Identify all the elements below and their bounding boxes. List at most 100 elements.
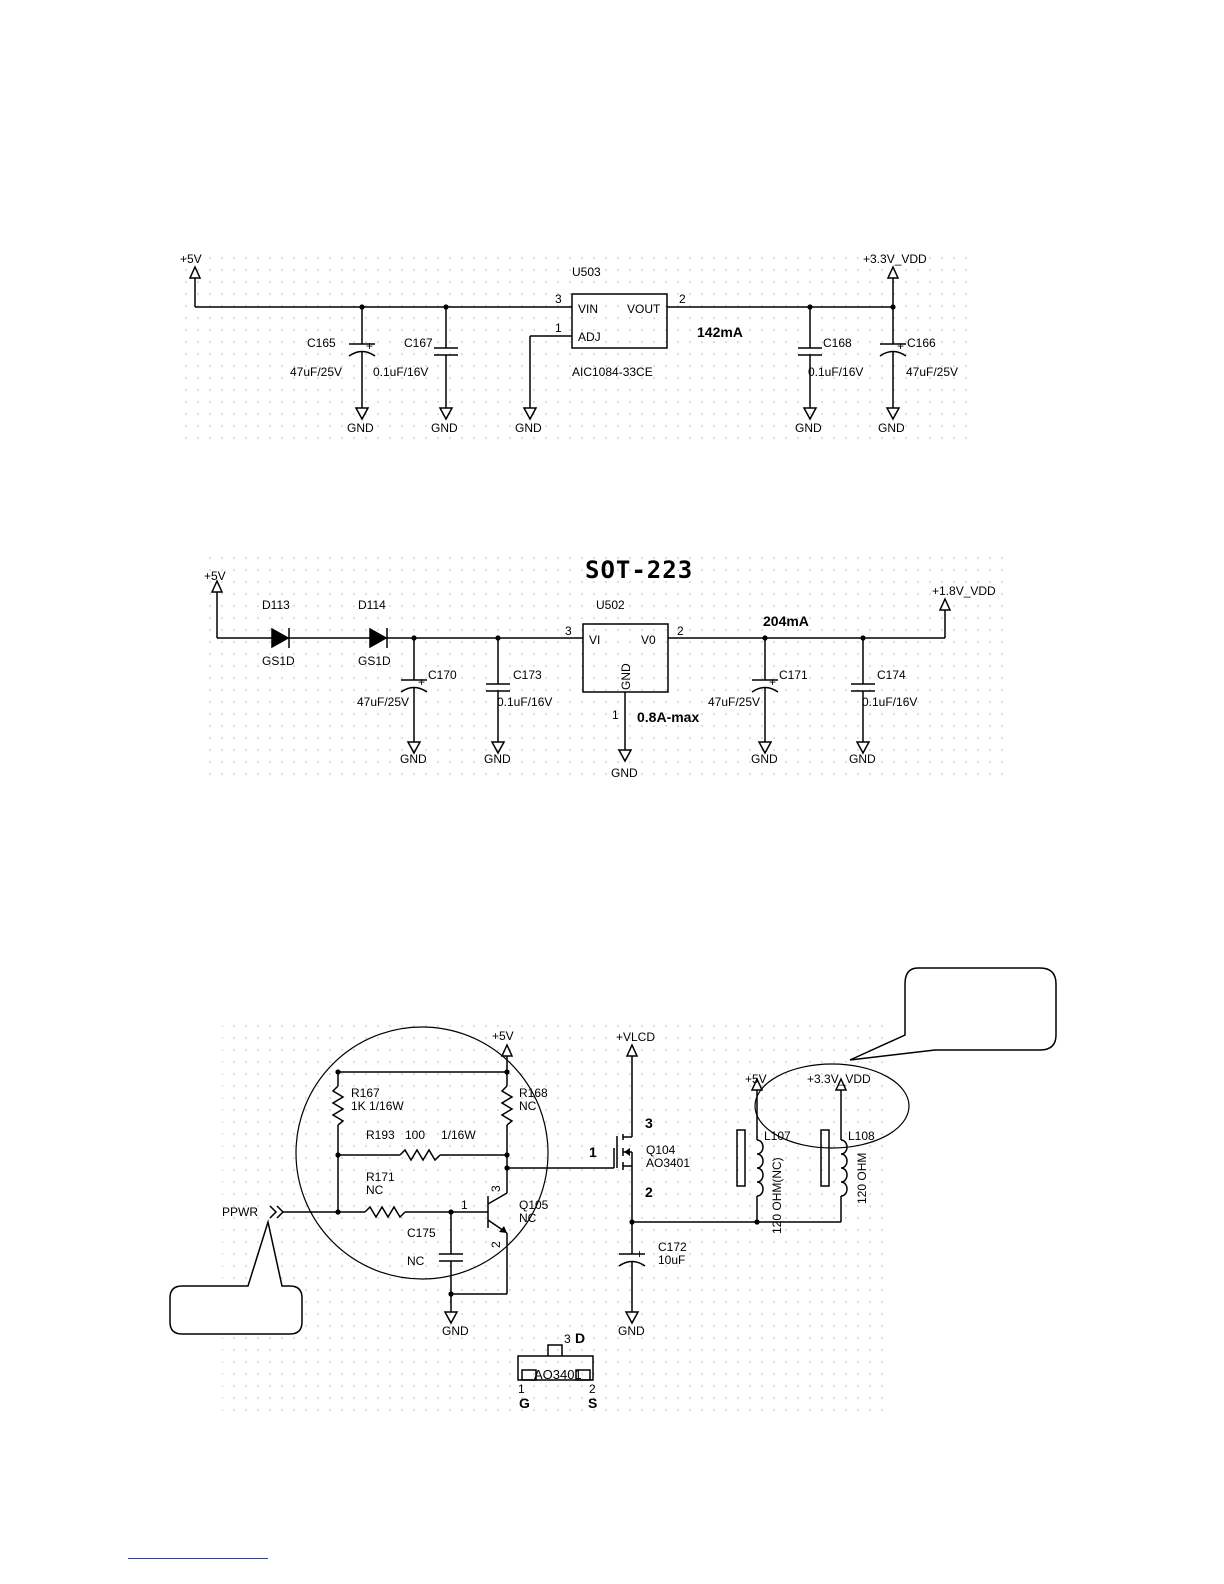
q104-source-pin: 2 bbox=[645, 1184, 653, 1200]
gnd-symbol bbox=[490, 741, 506, 755]
net-label-5v: +5V bbox=[180, 252, 202, 266]
grid-background bbox=[200, 550, 1005, 780]
r168-value: NC bbox=[519, 1099, 537, 1113]
gnd-label: GND bbox=[431, 421, 458, 435]
net-label-3v3: +3.3V_VDD bbox=[807, 1072, 871, 1086]
c173-ref: C173 bbox=[513, 668, 542, 682]
q104-ref: Q104 bbox=[646, 1143, 676, 1157]
gnd-label: GND bbox=[878, 421, 905, 435]
c167-ref: C167 bbox=[404, 336, 433, 350]
l108-core bbox=[820, 1129, 830, 1187]
pin-number: 1 bbox=[612, 708, 619, 722]
gnd-symbol bbox=[757, 741, 773, 755]
package-drain-label: D bbox=[575, 1330, 585, 1346]
l108-value: 120 OHM bbox=[855, 1153, 869, 1204]
callout-bubble-top-right bbox=[849, 967, 1057, 1061]
polarity-plus: + bbox=[769, 675, 776, 689]
junction-dot bbox=[504, 1069, 510, 1075]
gnd-label: GND bbox=[442, 1324, 469, 1338]
r171-value: NC bbox=[366, 1183, 384, 1197]
junction-dot bbox=[335, 1209, 341, 1215]
c166-ref: C166 bbox=[907, 336, 936, 350]
ic-ref-u503: U503 bbox=[572, 265, 601, 279]
c168-value: 0.1uF/16V bbox=[808, 365, 863, 379]
q104-value: AO3401 bbox=[646, 1156, 690, 1170]
gnd-label: GND bbox=[347, 421, 374, 435]
l107-value: 120 OHM(NC) bbox=[770, 1157, 784, 1234]
c167-value: 0.1uF/16V bbox=[373, 365, 428, 379]
junction-dot bbox=[411, 635, 417, 641]
r193-value: 100 bbox=[405, 1128, 425, 1142]
junction-dot bbox=[335, 1069, 341, 1075]
junction-dot bbox=[448, 1291, 454, 1297]
diode-d114-symbol bbox=[369, 627, 388, 649]
d113-value: GS1D bbox=[262, 654, 295, 668]
package-part-label: AO3401 bbox=[534, 1367, 582, 1382]
r171-ref: R171 bbox=[366, 1170, 395, 1184]
ic-part-number: AIC1084-33CE bbox=[572, 365, 653, 379]
gnd-symbol bbox=[406, 741, 422, 755]
gnd-label: GND bbox=[400, 752, 427, 766]
gnd-symbol bbox=[354, 407, 370, 421]
net-label-5v: +5V bbox=[745, 1072, 767, 1086]
polarity-plus: + bbox=[366, 339, 373, 353]
net-label-vlcd: +VLCD bbox=[616, 1030, 655, 1044]
d114-ref: D114 bbox=[358, 598, 386, 612]
pin-number: 1 bbox=[555, 321, 562, 335]
q105-pin-number: 2 bbox=[489, 1241, 503, 1248]
c170-value: 47uF/25V bbox=[357, 695, 409, 709]
r193-power: 1/16W bbox=[441, 1128, 476, 1142]
junction-dot bbox=[762, 635, 768, 641]
c174-ref: C174 bbox=[877, 668, 906, 682]
gnd-label: GND bbox=[611, 766, 638, 780]
c172-value: 10uF bbox=[658, 1253, 685, 1267]
gnd-symbol bbox=[438, 407, 454, 421]
junction-dot bbox=[504, 1152, 510, 1158]
junction-dot bbox=[629, 1219, 635, 1225]
c171-ref: C171 bbox=[779, 668, 808, 682]
gnd-label: GND bbox=[849, 752, 876, 766]
gnd-symbol bbox=[443, 1311, 459, 1325]
callout-bubble-ppwr bbox=[169, 1219, 303, 1335]
q105-pin-number: 1 bbox=[461, 1198, 468, 1212]
c171-value: 47uF/25V bbox=[708, 695, 760, 709]
pin-number: 3 bbox=[565, 624, 572, 638]
junction-dot bbox=[807, 304, 813, 310]
l107-core bbox=[736, 1129, 746, 1187]
junction-dot bbox=[495, 635, 501, 641]
junction-dot bbox=[448, 1209, 454, 1215]
c166-value: 47uF/25V bbox=[906, 365, 958, 379]
junction-dot bbox=[754, 1219, 760, 1225]
gnd-label: GND bbox=[795, 421, 822, 435]
gnd-label: GND bbox=[618, 1324, 645, 1338]
polarity-plus: + bbox=[897, 339, 904, 353]
q105-value: NC bbox=[519, 1211, 537, 1225]
net-label-1v8: +1.8V_VDD bbox=[932, 584, 996, 598]
gnd-label: GND bbox=[484, 752, 511, 766]
pin-vout-label: VOUT bbox=[627, 302, 661, 316]
q104-gate-pin: 1 bbox=[589, 1144, 597, 1160]
c165-value: 47uF/25V bbox=[290, 365, 342, 379]
junction-dot bbox=[359, 304, 365, 310]
grid-background bbox=[222, 1024, 887, 1412]
c170-ref: C170 bbox=[428, 668, 457, 682]
ic-ref-u502: U502 bbox=[596, 598, 625, 612]
pin-vin-label: VIN bbox=[578, 302, 598, 316]
pin-gnd-label: GND bbox=[619, 663, 633, 690]
schematic-3v3-regulator: +5V +3.3V_VDD U503 VIN VOUT ADJ 3 2 1 AI… bbox=[175, 248, 970, 440]
bjt-emitter-arrow bbox=[499, 1226, 507, 1233]
c173-value: 0.1uF/16V bbox=[497, 695, 552, 709]
q105-pin-number: 3 bbox=[489, 1185, 503, 1192]
highlight-ellipse-supply-select bbox=[754, 1063, 910, 1149]
pin-vi-label: VI bbox=[589, 633, 600, 647]
gnd-symbol bbox=[802, 407, 818, 421]
package-title: SOT-223 bbox=[585, 556, 693, 584]
gnd-symbol bbox=[522, 407, 538, 421]
schematic-vlcd-switch: +5V +VLCD +5V +3.3V_VDD PPWR R167 1K 1/1… bbox=[169, 967, 1057, 1412]
sot23-package-body bbox=[517, 1355, 594, 1381]
r193-ref: R193 bbox=[366, 1128, 395, 1142]
package-pin-number: 3 bbox=[564, 1332, 571, 1346]
junction-dot bbox=[335, 1152, 341, 1158]
r167-value: 1K 1/16W bbox=[351, 1099, 404, 1113]
schematic-1v8-regulator: SOT-223 bbox=[200, 550, 1005, 780]
